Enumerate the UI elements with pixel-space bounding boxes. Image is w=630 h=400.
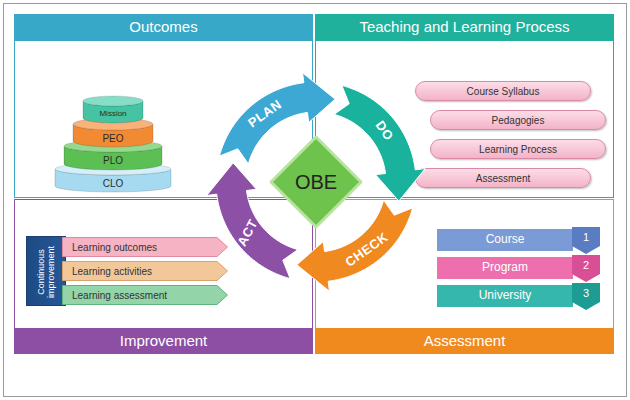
cycle-arrow: ACT bbox=[206, 162, 298, 279]
level-label: Program bbox=[437, 257, 573, 279]
arrow-box-shape bbox=[63, 286, 228, 305]
arrow-box: Learning assessment bbox=[62, 285, 228, 305]
cycle-arrow-shape bbox=[297, 200, 413, 291]
pill-label: Pedagogies bbox=[431, 111, 605, 129]
section-title: Improvement bbox=[14, 329, 313, 354]
step-number: 1 bbox=[572, 227, 600, 248]
side-label: Continuous improvement bbox=[37, 240, 57, 304]
process-pill: Course Syllabus bbox=[415, 81, 591, 101]
cycle-arrow-shape bbox=[207, 163, 298, 279]
section-header: Teaching and Learning Process bbox=[315, 14, 614, 40]
layer-label: CLO bbox=[55, 174, 171, 192]
level-label: University bbox=[437, 285, 573, 307]
process-pill: Learning Process bbox=[430, 139, 606, 159]
process-pill: Pedagogies bbox=[430, 110, 606, 130]
level-label: Course bbox=[437, 229, 573, 251]
pill-label: Course Syllabus bbox=[416, 82, 590, 100]
pill-label: Learning Process bbox=[431, 140, 605, 158]
cylinder-top bbox=[73, 118, 153, 130]
outer-frame bbox=[4, 4, 627, 397]
cylinder-top bbox=[55, 163, 171, 175]
cylinder-top bbox=[83, 96, 143, 106]
center-label: OBE bbox=[270, 136, 362, 228]
level-bar: Course bbox=[437, 229, 573, 251]
level-bar: University bbox=[437, 285, 573, 307]
arrow-box: Learning activities bbox=[62, 261, 228, 281]
step-chevron: 1 bbox=[572, 227, 600, 254]
cylinder-top bbox=[64, 140, 162, 152]
section-header: Improvement bbox=[14, 329, 313, 354]
center-diamond: OBE bbox=[270, 136, 362, 228]
section-title: Teaching and Learning Process bbox=[315, 14, 614, 40]
arrow-box-shape bbox=[63, 262, 228, 281]
chevron-shape bbox=[572, 227, 600, 254]
layer-label: PEO bbox=[73, 129, 153, 147]
level-bar: Program bbox=[437, 257, 573, 279]
section-title: Assessment bbox=[315, 329, 614, 354]
chevron-shape bbox=[572, 255, 600, 282]
arrow-label: Learning activities bbox=[62, 261, 228, 281]
arrow-box: Learning outcomes bbox=[62, 237, 228, 257]
pill-label: Assessment bbox=[416, 169, 590, 187]
arc-shape bbox=[296, 200, 413, 292]
step-chevron: 2 bbox=[572, 255, 600, 282]
arrow-label: Learning assessment bbox=[62, 285, 228, 305]
layer-label: Mission bbox=[83, 105, 143, 123]
cycle-arrow: CHECK bbox=[296, 200, 413, 292]
section-header: Outcomes bbox=[14, 14, 313, 40]
cylinder-layer: Mission bbox=[83, 96, 143, 123]
process-pill: Assessment bbox=[415, 168, 591, 188]
arrow-box-shape bbox=[63, 238, 228, 257]
layer-label: PLO bbox=[64, 151, 162, 170]
section-title: Outcomes bbox=[14, 14, 313, 40]
arrow-label: Learning outcomes bbox=[62, 237, 228, 257]
quadrant-outline bbox=[15, 41, 313, 198]
side-label-box: Continuous improvement bbox=[26, 236, 66, 306]
diamond-shape bbox=[271, 137, 361, 227]
step-number: 2 bbox=[572, 255, 600, 276]
step-number: 3 bbox=[572, 283, 600, 304]
chevron-shape bbox=[572, 283, 600, 310]
step-chevron: 3 bbox=[572, 283, 600, 310]
section-header: Assessment bbox=[315, 329, 614, 354]
